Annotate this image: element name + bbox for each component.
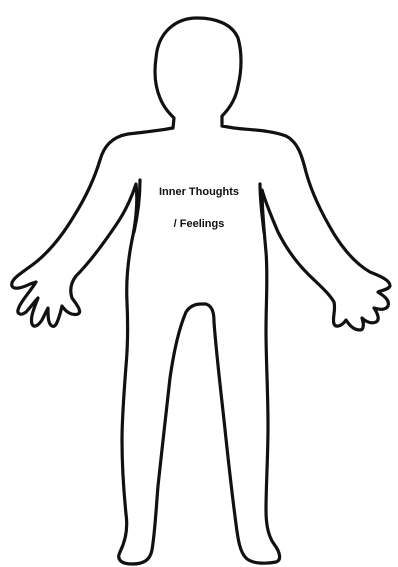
body-silhouette (12, 18, 390, 564)
feelings-label: / Feelings (0, 218, 398, 230)
inner-thoughts-label: Inner Thoughts (0, 186, 398, 198)
